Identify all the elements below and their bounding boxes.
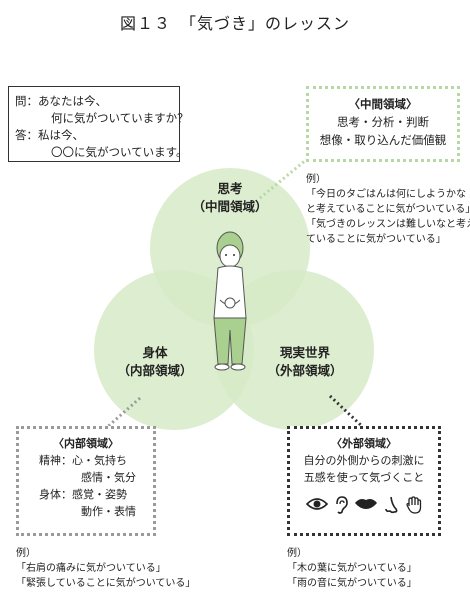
question-answer-box: 問：あなたは今、 何に気がついていますか？ 答：私は今、 〇〇に気がついています… <box>8 86 189 162</box>
middle-example-line-1: 「今日のタごはんは何にしようかな <box>306 189 466 200</box>
inner-region-line-2: 感情・気分 <box>81 471 136 484</box>
middle-region-title: 〈中間領域〉 <box>348 97 418 111</box>
connector-inner <box>103 396 141 432</box>
inner-region-box: 〈内部領域〉 精神：心・気持ち 感情・気分 身体：感覚・姿勢 動作・表情 <box>16 426 156 536</box>
inner-region-line-1: 精神：心・気持ち <box>39 454 127 467</box>
middle-example-line-4: ていることに気がついている」 <box>306 234 446 245</box>
mouth-icon <box>355 499 377 509</box>
ear-icon <box>336 496 348 514</box>
eye-icon <box>306 498 328 510</box>
middle-example-line-3: 「気づきのレッスンは難しいなと考え <box>306 219 470 230</box>
outer-example-line-2: 「雨の音に気がついている」 <box>287 578 417 589</box>
circle-thought-label: 思考 （中間領域） <box>150 180 310 216</box>
circle-body <box>94 270 254 430</box>
middle-region-line-1: 思考・分析・判断 <box>337 115 429 129</box>
hand-icon <box>406 496 422 514</box>
circle-body-label: 身体 （内部領域） <box>100 344 210 380</box>
connector-outer <box>328 394 368 432</box>
circle-world-subtitle: （外部領域） <box>267 363 343 378</box>
middle-region-line-2: 想像・取り込んだ価値観 <box>319 133 447 147</box>
five-senses-icons <box>290 496 438 514</box>
question-label: 問： <box>15 94 38 108</box>
outer-region-line-2: 五感を使って気づくこと <box>303 471 425 484</box>
outer-example-label: 例） <box>287 548 307 559</box>
person-figure-icon <box>213 231 247 371</box>
circle-thought-title: 思考 <box>217 181 243 196</box>
circle-world <box>214 270 374 430</box>
circle-world-title: 現実世界 <box>279 345 330 360</box>
circle-body-subtitle: （内部領域） <box>117 363 193 378</box>
circle-world-label: 現実世界 （外部領域） <box>250 344 360 380</box>
outer-region-title: 〈外部領域〉 <box>331 437 397 450</box>
middle-region-box: 〈中間領域〉 思考・分析・判断 想像・取り込んだ価値観 <box>306 86 460 162</box>
answer-line: 答：私は今、 <box>15 127 173 144</box>
venn-circles <box>94 168 374 430</box>
circle-thought-subtitle: （中間領域） <box>192 199 268 214</box>
outer-region-box: 〈外部領域〉 自分の外側からの刺激に 五感を使って気づくこと <box>287 426 441 536</box>
question-line: 問：あなたは今、 <box>15 93 173 110</box>
page-title: 図１３ 「気づき」のレッスン <box>119 14 350 33</box>
outer-example: 例） 「木の葉に気がついている」 「雨の音に気がついている」 <box>287 546 417 591</box>
nose-icon <box>385 496 398 514</box>
middle-example: 例） 「今日のタごはんは何にしようかな と考えていることに気がついている」 「気… <box>306 172 470 247</box>
inner-example-line-1: 「右肩の痛みに気がついている」 <box>16 563 166 574</box>
middle-example-line-2: と考えていることに気がついている」 <box>306 204 470 215</box>
answer-text-1: 私は今、 <box>38 128 84 142</box>
inner-region-title: 〈内部領域〉 <box>53 437 119 450</box>
outer-region-line-1: 自分の外側からの刺激に <box>303 454 425 467</box>
inner-example-label: 例） <box>16 548 36 559</box>
inner-example-line-2: 「緊張していることに気がついている」 <box>16 578 196 589</box>
inner-region-line-3: 身体：感覚・姿勢 <box>39 488 127 501</box>
inner-region-line-4: 動作・表情 <box>81 505 136 518</box>
question-text-2: 何に気がついていますか？ <box>51 111 189 125</box>
inner-example: 例） 「右肩の痛みに気がついている」 「緊張していることに気がついている」 <box>16 546 195 591</box>
answer-text-2: 〇〇に気がついています。 <box>51 145 188 159</box>
answer-label: 答： <box>15 128 38 142</box>
outer-example-line-1: 「木の葉に気がついている」 <box>287 563 417 574</box>
question-text-1: あなたは今、 <box>38 94 107 108</box>
middle-example-label: 例） <box>306 174 326 185</box>
circle-body-title: 身体 <box>142 345 168 360</box>
